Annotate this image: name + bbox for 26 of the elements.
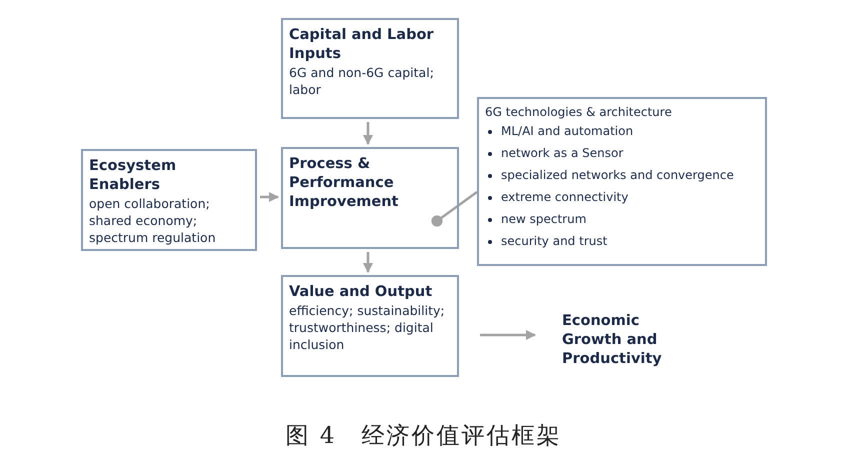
box-body-text: open collaboration; shared economy; spectrum regulation bbox=[89, 195, 217, 246]
box-heading: Ecosystem Enablers bbox=[89, 157, 178, 195]
process-box bbox=[281, 18, 459, 119]
box-heading: Process & Performance Improvement bbox=[289, 155, 400, 212]
list-item: security and trust bbox=[501, 234, 608, 248]
process-box bbox=[281, 147, 459, 249]
figure-caption: 图 4 经济价值评估框架 bbox=[286, 423, 562, 449]
arrow bbox=[363, 122, 373, 145]
box-body-text: efficiency; sustainability; trustworthiness; digital inclusion bbox=[289, 302, 446, 353]
box-heading: 6G technologies & architecture bbox=[485, 105, 673, 119]
arrow bbox=[363, 252, 373, 273]
arrow bbox=[260, 192, 279, 202]
list-item: specialized networks and convergence bbox=[501, 168, 734, 182]
list-item: ML/AI and automation bbox=[501, 124, 634, 138]
list-item: network as a Sensor bbox=[501, 146, 624, 160]
info-box bbox=[477, 97, 767, 266]
box-heading: Value and Output bbox=[289, 283, 434, 302]
result-label: Economic Growth and Productivity bbox=[562, 312, 663, 369]
leader-line bbox=[431, 190, 478, 227]
process-box bbox=[81, 149, 257, 251]
list-item: new spectrum bbox=[501, 212, 586, 226]
arrow bbox=[480, 330, 536, 340]
list-item: extreme connectivity bbox=[501, 190, 628, 204]
box-heading: Capital and Labor Inputs bbox=[289, 26, 435, 64]
box-body-text: 6G and non-6G capital; labor bbox=[289, 64, 435, 98]
process-box bbox=[281, 275, 459, 377]
